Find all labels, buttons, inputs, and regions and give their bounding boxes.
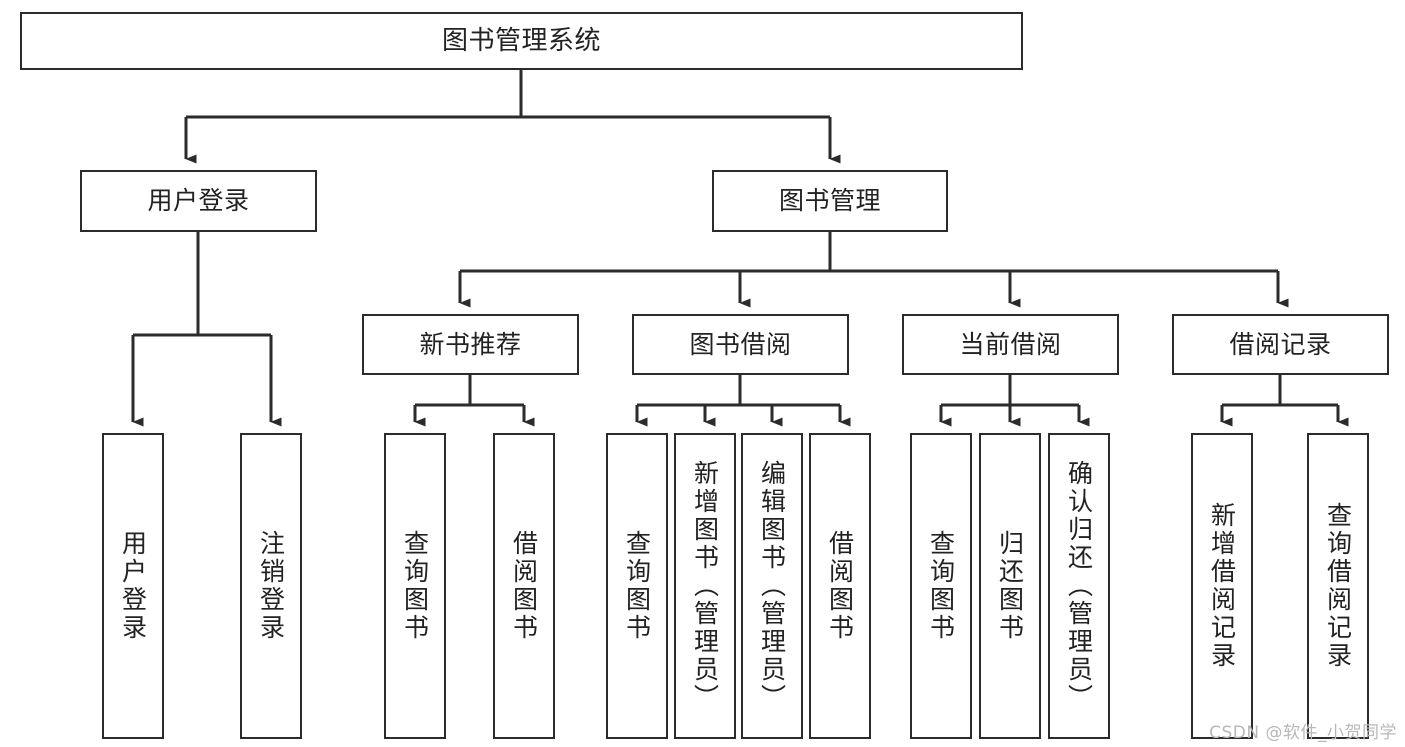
node-label: 确认归还（管理员） [1064, 460, 1094, 712]
leaf-edit-book-admin[interactable]: 编辑图书（管理员） [741, 433, 803, 739]
node-label: 查询图书 [926, 530, 956, 642]
leaf-user-login[interactable]: 用户登录 [102, 433, 164, 739]
leaf-add-borrow-record[interactable]: 新增借阅记录 [1191, 433, 1253, 739]
node-label: 编辑图书（管理员） [757, 460, 787, 712]
node-label: 借阅记录 [1229, 329, 1332, 359]
leaf-confirm-return-admin[interactable]: 确认归还（管理员） [1048, 433, 1110, 739]
node-label: 归还图书 [995, 530, 1025, 642]
node-label: 用户登录 [147, 186, 250, 216]
node-book-borrow[interactable]: 图书借阅 [632, 314, 849, 375]
node-label: 查询图书 [622, 530, 652, 642]
node-label: 图书管理 [778, 186, 881, 216]
node-user-login[interactable]: 用户登录 [80, 170, 317, 232]
node-label: 图书借阅 [689, 329, 792, 359]
node-current-borrow[interactable]: 当前借阅 [902, 314, 1119, 375]
leaf-borrow-book-new[interactable]: 借阅图书 [493, 433, 555, 739]
node-label: 用户登录 [118, 530, 148, 642]
node-label: 借阅图书 [825, 530, 855, 642]
node-label: 新增图书（管理员） [690, 460, 720, 712]
watermark-text: CSDN @软件_小贺同学 [1209, 723, 1397, 743]
node-book-management[interactable]: 图书管理 [712, 170, 948, 232]
leaf-query-book-new[interactable]: 查询图书 [384, 433, 446, 739]
leaf-return-book[interactable]: 归还图书 [979, 433, 1041, 739]
node-label: 注销登录 [256, 530, 286, 642]
leaf-logout[interactable]: 注销登录 [240, 433, 302, 739]
leaf-add-book-admin[interactable]: 新增图书（管理员） [674, 433, 736, 739]
node-root-system[interactable]: 图书管理系统 [20, 12, 1023, 70]
node-label: 当前借阅 [959, 329, 1062, 359]
node-new-book-recommend[interactable]: 新书推荐 [362, 314, 579, 375]
node-label: 新书推荐 [419, 329, 522, 359]
node-label: 查询图书 [400, 530, 430, 642]
node-label: 查询借阅记录 [1323, 502, 1353, 670]
node-borrow-record[interactable]: 借阅记录 [1172, 314, 1389, 375]
node-label: 图书管理系统 [441, 25, 601, 56]
leaf-query-borrow-record[interactable]: 查询借阅记录 [1307, 433, 1369, 739]
leaf-borrow-book[interactable]: 借阅图书 [809, 433, 871, 739]
leaf-query-book-current[interactable]: 查询图书 [910, 433, 972, 739]
node-label: 借阅图书 [509, 530, 539, 642]
node-label: 新增借阅记录 [1207, 502, 1237, 670]
leaf-query-book-borrow[interactable]: 查询图书 [606, 433, 668, 739]
